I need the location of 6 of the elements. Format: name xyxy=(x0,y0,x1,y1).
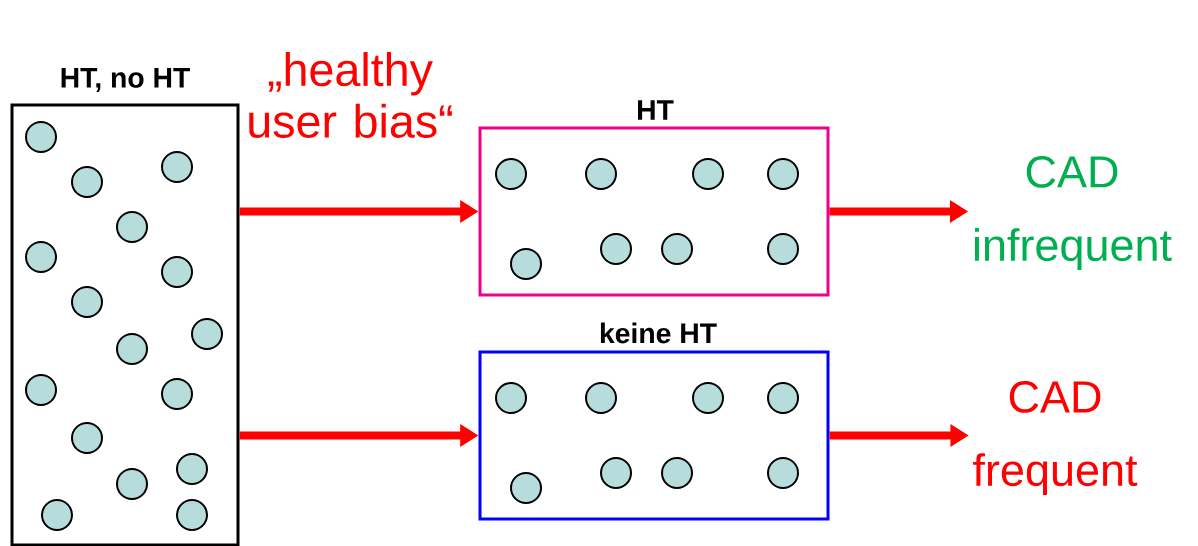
outcome-label: CAD frequent xyxy=(973,380,1138,496)
outcome-label: CAD infrequent xyxy=(974,155,1172,271)
box-heading: HT xyxy=(638,100,674,120)
edge-label: „healthy user bias“ xyxy=(249,52,452,138)
box-heading: keine HT xyxy=(600,322,717,344)
box-heading: HT, no HT xyxy=(61,68,190,92)
